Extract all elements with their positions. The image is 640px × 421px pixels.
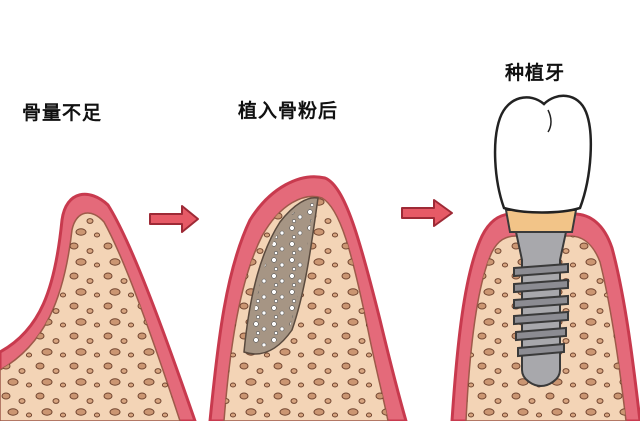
stage-label-insufficient-bone: 骨量不足 [22,102,103,124]
stage-label-after-graft: 植入骨粉后 [238,100,339,122]
arrow-right-icon [401,199,453,227]
arrow-right-icon [149,205,199,233]
implant-screw-icon [513,231,569,388]
bone-ridge-grafted [208,175,408,421]
stage-label-implant: 种植牙 [505,62,566,84]
bone-ridge-insufficient [0,192,197,421]
tooth-crown-icon [493,94,593,214]
